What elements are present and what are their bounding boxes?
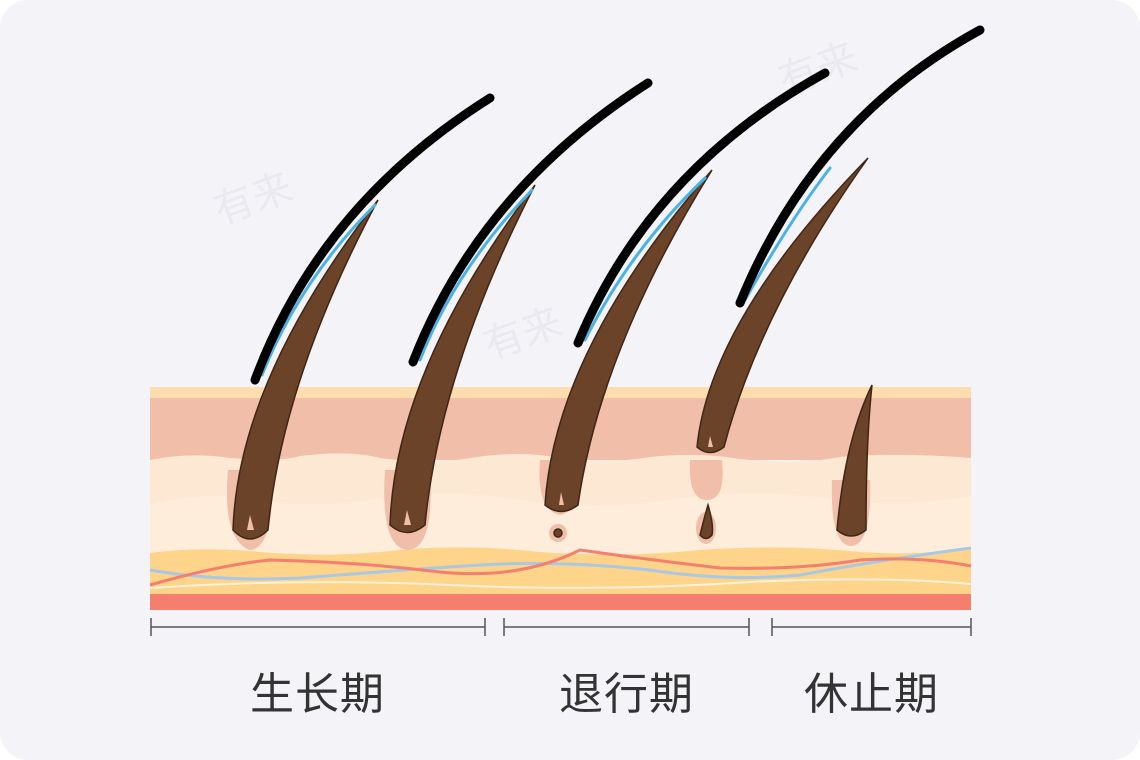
svg-text:有来: 有来 bbox=[478, 299, 569, 370]
nerve-line bbox=[149, 578, 972, 589]
hair-anagen-1 bbox=[232, 199, 379, 540]
hair-telogen-shed bbox=[696, 157, 869, 454]
cream-sublayer bbox=[150, 493, 971, 555]
epidermis-layer bbox=[150, 387, 971, 399]
detached-bulb bbox=[553, 528, 563, 538]
papilla-notches bbox=[247, 436, 713, 530]
vein-line bbox=[149, 546, 972, 581]
new-germ bbox=[699, 502, 714, 540]
hair-shafts bbox=[232, 157, 873, 540]
svg-text:有来: 有来 bbox=[208, 164, 299, 235]
muscle-layer bbox=[150, 594, 971, 610]
artery-line bbox=[149, 548, 972, 587]
phase-label-catagen: 退行期 bbox=[559, 669, 694, 720]
external-hairs bbox=[250, 25, 985, 385]
phase-label-telogen: 休止期 bbox=[804, 669, 939, 720]
phase-brackets bbox=[150, 618, 972, 636]
hair-telogen-new bbox=[836, 384, 873, 537]
hair-anagen-2 bbox=[389, 184, 536, 534]
fat-layer bbox=[150, 547, 971, 598]
phase-label-anagen: 生长期 bbox=[250, 669, 385, 720]
hair-catagen bbox=[544, 169, 713, 513]
